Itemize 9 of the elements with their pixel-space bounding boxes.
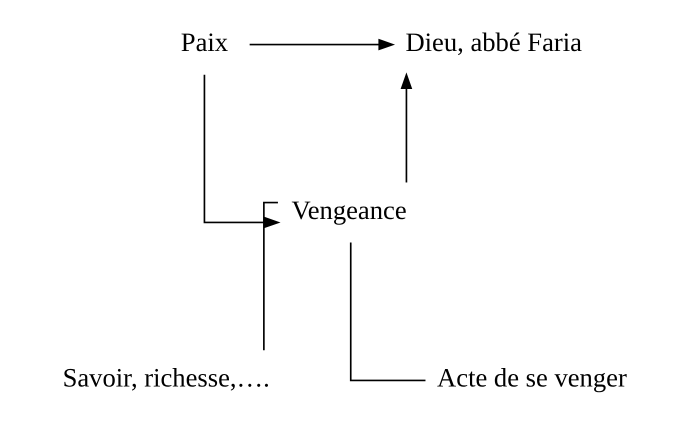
arrow [249, 38, 395, 50]
arrow [203, 74, 280, 228]
connector [349, 242, 425, 382]
node-text: Acte de se venger [436, 362, 626, 393]
node-text: Vengeance [290, 194, 406, 225]
node-text: Paix [180, 26, 228, 57]
arrow [400, 72, 412, 182]
node-text: Savoir, richesse,…. [62, 362, 270, 393]
node-text: Dieu, abbé Faria [404, 26, 582, 57]
